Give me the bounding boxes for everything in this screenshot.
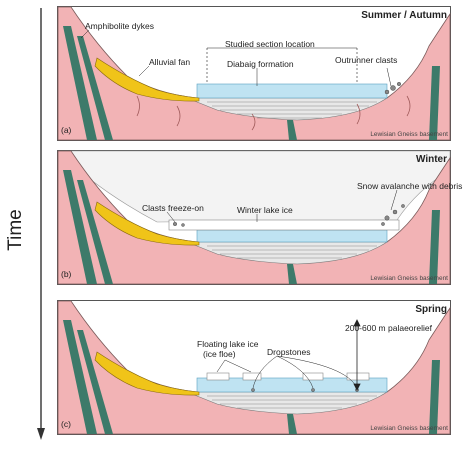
- panel-a-diagram: [57, 6, 451, 141]
- season-title-a: Summer / Autumn: [361, 10, 447, 21]
- lake-water: [196, 83, 388, 99]
- leader-lines: [166, 189, 398, 223]
- ice-floes: [206, 372, 370, 381]
- panel-id-c: (c): [61, 419, 71, 429]
- label-winter-lake-ice: Winter lake ice: [237, 205, 293, 215]
- amphibolite-dykes: [63, 26, 440, 140]
- panel-winter: Clasts freeze-on Snow avalanche with deb…: [57, 150, 462, 285]
- label-diabaig-formation: Diabaig formation: [227, 59, 294, 69]
- lake-basin-strata: [186, 391, 388, 415]
- lake-water: [196, 229, 388, 243]
- alluvial-fan: [94, 201, 200, 246]
- amphibolite-dykes: [63, 320, 440, 434]
- label-studied-section: Studied section location: [225, 39, 315, 49]
- panel-id-b: (b): [61, 269, 72, 279]
- strata-lines: [207, 101, 377, 119]
- lake-water: [196, 377, 388, 393]
- label-floating-lake-ice: Floating lake ice: [197, 339, 259, 349]
- strata-lines: [207, 245, 377, 259]
- panel-b-diagram: [57, 150, 451, 285]
- frozen-clasts: [172, 221, 185, 227]
- avalanche-debris: [381, 204, 405, 226]
- basement-label-c: Lewisian Gneiss basement: [370, 425, 448, 432]
- outrunner-clasts: [384, 81, 402, 95]
- leader-lines: [216, 355, 358, 389]
- season-title-c: Spring: [415, 304, 447, 315]
- lake-basin-strata: [186, 97, 388, 121]
- time-arrow: [37, 8, 45, 440]
- label-ice-floe: (ice floe): [203, 349, 236, 359]
- label-dropstones: Dropstones: [267, 347, 311, 357]
- winter-lake-ice: [168, 219, 400, 231]
- panel-summer-autumn: Amphibolite dykes Alluvial fan Studied s…: [57, 6, 451, 141]
- label-outrunner-clasts: Outrunner clasts: [335, 55, 398, 65]
- time-label: Time: [5, 209, 26, 251]
- panel-c-diagram: [57, 300, 451, 435]
- label-alluvial-fan: Alluvial fan: [149, 57, 191, 67]
- season-title-b: Winter: [415, 154, 447, 165]
- lake-basin-strata: [186, 241, 388, 265]
- alluvial-fan: [94, 57, 200, 102]
- label-clasts-freeze-on: Clasts freeze-on: [142, 203, 204, 213]
- strata-lines: [207, 395, 377, 409]
- basement-label-a: Lewisian Gneiss basement: [370, 131, 448, 138]
- gneiss-foliation: [136, 95, 411, 131]
- leader-lines: [80, 29, 392, 87]
- panel-id-a: (a): [61, 125, 72, 135]
- alluvial-fan: [94, 351, 200, 396]
- panel-spring: 200-600 m palaeorelief Floating lake ice…: [57, 300, 451, 435]
- time-axis: Time: [0, 0, 60, 449]
- basement-label-b: Lewisian Gneiss basement: [370, 275, 448, 282]
- amphibolite-dykes: [63, 170, 440, 284]
- label-palaeorelief: 200-600 m palaeorelief: [345, 323, 432, 333]
- label-amphibolite-dykes: Amphibolite dykes: [85, 21, 154, 31]
- section-bracket: [206, 47, 358, 84]
- label-snow-avalanche: Snow avalanche with debris: [357, 181, 463, 191]
